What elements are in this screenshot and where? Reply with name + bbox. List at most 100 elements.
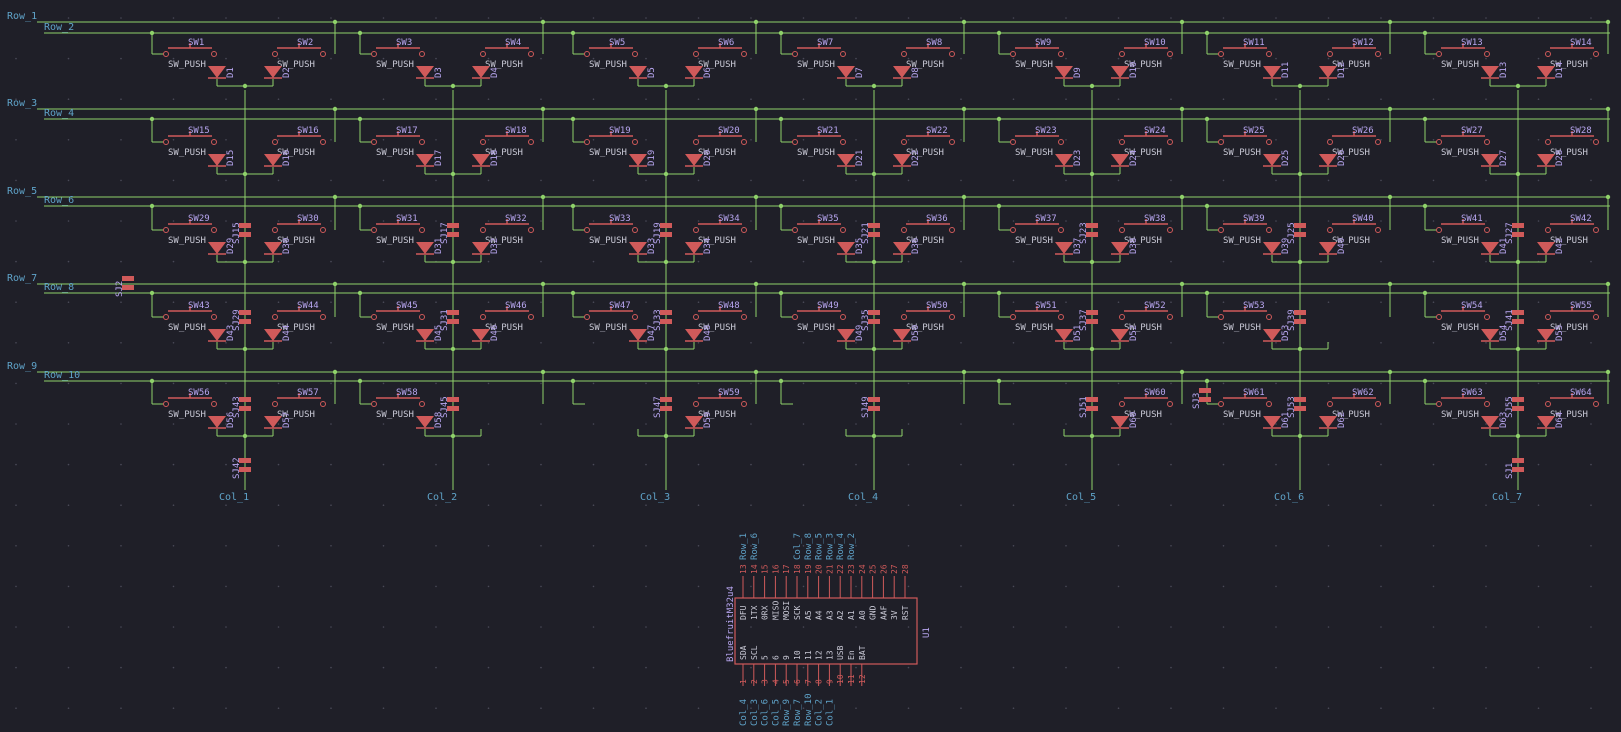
jumper-pad bbox=[1294, 397, 1306, 402]
grid-dot bbox=[67, 585, 70, 588]
diode: D59 bbox=[685, 412, 713, 429]
grid-dot bbox=[225, 666, 227, 669]
switch-pin bbox=[632, 51, 638, 57]
grid-dot bbox=[435, 666, 437, 669]
grid-dot bbox=[960, 463, 962, 466]
grid-dot bbox=[1117, 301, 1120, 304]
switch-value: SW_PUSH bbox=[698, 410, 736, 420]
grid-dot bbox=[1432, 220, 1435, 222]
grid-dot bbox=[15, 423, 17, 425]
grid-dot bbox=[67, 707, 70, 709]
grid-dot bbox=[120, 626, 122, 628]
switch-ref: SW64 bbox=[1570, 388, 1592, 398]
grid-dot bbox=[1590, 504, 1592, 507]
mcu-pin-name: GND bbox=[869, 605, 878, 620]
diode-body bbox=[1263, 154, 1281, 166]
diode-ref: D25 bbox=[1281, 150, 1291, 166]
diode-body bbox=[1319, 154, 1337, 166]
grid-dot bbox=[645, 463, 647, 466]
switch-pin bbox=[584, 51, 590, 57]
mcu-pin-number: 16 bbox=[771, 564, 780, 574]
grid-dot bbox=[120, 707, 122, 709]
grid-dot bbox=[120, 342, 122, 344]
grid-dot bbox=[1117, 17, 1120, 19]
grid-dot bbox=[1485, 301, 1487, 304]
diode: D9 bbox=[1055, 66, 1083, 79]
grid-dot bbox=[15, 98, 17, 100]
jumper-pad bbox=[1512, 397, 1524, 402]
grid-dot bbox=[592, 707, 595, 709]
switch-pin bbox=[693, 227, 699, 233]
grid-dot bbox=[1275, 423, 1277, 425]
jumper-ref: SJ33 bbox=[653, 309, 663, 331]
jumper-ref: SJ45 bbox=[440, 396, 450, 418]
grid-dot bbox=[120, 666, 122, 669]
grid-dot bbox=[67, 179, 70, 182]
diode: D53 bbox=[1263, 325, 1291, 342]
grid-dot bbox=[540, 504, 542, 507]
diode: D32 bbox=[472, 238, 500, 255]
switch-value: SW_PUSH bbox=[485, 148, 523, 158]
grid-dot bbox=[67, 17, 70, 19]
grid-dot bbox=[1275, 17, 1277, 19]
column-label: Col_4 bbox=[848, 492, 878, 503]
grid-dot bbox=[592, 382, 595, 385]
switch-value: SW_PUSH bbox=[797, 323, 835, 333]
switch-pin bbox=[901, 139, 907, 145]
grid-dot bbox=[592, 260, 595, 263]
grid-dot bbox=[487, 260, 490, 263]
mcu-pin-number: 13 bbox=[739, 564, 748, 574]
grid-dot bbox=[382, 342, 385, 344]
grid-dot bbox=[225, 139, 227, 141]
junction-dot bbox=[996, 116, 1002, 122]
grid-dot bbox=[172, 545, 175, 547]
grid-dot bbox=[750, 260, 752, 263]
diode-body bbox=[685, 416, 703, 428]
grid-dot bbox=[1432, 260, 1435, 263]
grid-dot bbox=[172, 98, 175, 100]
diode-body bbox=[472, 66, 490, 78]
grid-dot bbox=[1485, 98, 1487, 100]
grid-dot bbox=[1537, 463, 1540, 466]
diode-ref: D60 bbox=[1129, 412, 1139, 428]
grid-dot bbox=[1222, 260, 1225, 263]
diode: D36 bbox=[893, 238, 921, 255]
grid-dot bbox=[907, 423, 910, 425]
mcu-pin-name: A4 bbox=[815, 610, 824, 620]
switch-pin bbox=[1436, 51, 1442, 57]
junction-dot bbox=[1422, 116, 1428, 122]
diode-body bbox=[1111, 66, 1129, 78]
switch-ref: SW32 bbox=[505, 214, 527, 224]
grid-dot bbox=[382, 260, 385, 263]
mcu-pin-number: 23 bbox=[847, 564, 856, 574]
switch-pin bbox=[1593, 314, 1599, 320]
mcu-pin-number: 20 bbox=[815, 564, 824, 574]
diode-body bbox=[416, 416, 434, 428]
switch-ref: SW47 bbox=[609, 301, 631, 311]
switch-value: SW_PUSH bbox=[168, 60, 206, 70]
grid-dot bbox=[120, 139, 122, 141]
grid-dot bbox=[540, 382, 542, 385]
grid-dot bbox=[1117, 666, 1120, 669]
grid-dot bbox=[1275, 545, 1277, 547]
grid-dot bbox=[802, 463, 805, 466]
grid-dot bbox=[907, 666, 910, 669]
grid-dot bbox=[67, 545, 70, 547]
diode-ref: D13 bbox=[1499, 62, 1509, 78]
solder-jumper: SJ15 bbox=[232, 222, 251, 244]
grid-dot bbox=[172, 585, 175, 588]
grid-dot bbox=[960, 179, 962, 182]
grid-dot bbox=[172, 707, 175, 709]
grid-dot bbox=[277, 626, 280, 628]
switch-pin bbox=[1436, 401, 1442, 407]
grid-dot bbox=[172, 179, 175, 182]
grid-dot bbox=[1117, 139, 1120, 141]
grid-dot bbox=[540, 220, 542, 222]
grid-dot bbox=[1012, 260, 1015, 263]
mcu-pin-number: 14 bbox=[750, 564, 759, 574]
grid-dot bbox=[1327, 504, 1330, 507]
grid-dot bbox=[15, 301, 17, 304]
mcu-pin-number: 15 bbox=[761, 564, 770, 574]
